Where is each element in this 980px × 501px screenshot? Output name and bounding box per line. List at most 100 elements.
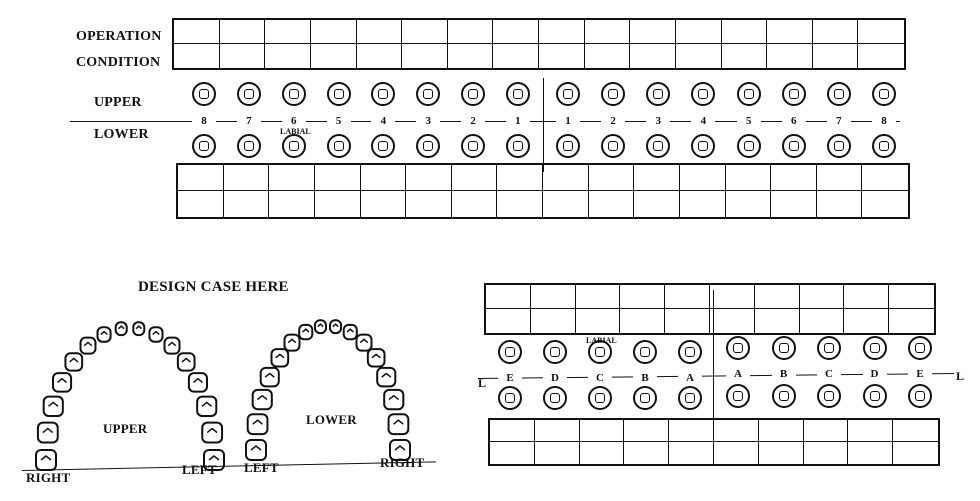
tooth-diagram[interactable]	[678, 340, 702, 364]
tooth-diagram[interactable]	[601, 134, 626, 158]
chart-cell[interactable]	[174, 20, 220, 44]
tooth-diagram[interactable]	[461, 82, 486, 106]
chart-cell[interactable]	[713, 420, 759, 442]
chart-cell[interactable]	[310, 20, 357, 44]
chart-cell[interactable]	[535, 442, 580, 464]
chart-cell[interactable]	[580, 442, 625, 464]
chart-cell[interactable]	[490, 420, 535, 442]
chart-cell[interactable]	[771, 191, 817, 217]
chart-cell[interactable]	[620, 309, 666, 333]
chart-cell[interactable]	[889, 285, 934, 309]
chart-cell[interactable]	[452, 191, 498, 217]
chart-cell[interactable]	[224, 191, 270, 217]
chart-cell[interactable]	[402, 44, 448, 68]
tooth-diagram[interactable]	[588, 386, 612, 410]
chart-cell[interactable]	[497, 165, 543, 191]
chart-cell[interactable]	[630, 44, 676, 68]
chart-cell[interactable]	[679, 165, 726, 191]
chart-cell[interactable]	[620, 285, 666, 309]
chart-cell[interactable]	[539, 44, 585, 68]
chart-cell[interactable]	[755, 309, 800, 333]
chart-cell[interactable]	[447, 20, 494, 44]
tooth-diagram[interactable]	[646, 134, 671, 158]
chart-cell[interactable]	[799, 285, 845, 309]
chart-cell[interactable]	[817, 191, 863, 217]
chart-cell[interactable]	[314, 165, 361, 191]
tooth-diagram[interactable]	[281, 82, 306, 106]
chart-cell[interactable]	[893, 442, 938, 464]
chart-cell[interactable]	[771, 165, 817, 191]
chart-cell[interactable]	[315, 191, 361, 217]
tooth-diagram[interactable]	[556, 134, 580, 158]
chart-cell[interactable]	[759, 442, 804, 464]
chart-cell[interactable]	[634, 165, 680, 191]
chart-cell[interactable]	[813, 44, 859, 68]
chart-cell[interactable]	[584, 20, 631, 44]
tooth-diagram[interactable]	[908, 384, 932, 408]
chart-cell[interactable]	[588, 165, 635, 191]
tooth-diagram[interactable]	[691, 134, 716, 158]
chart-cell[interactable]	[893, 420, 938, 442]
chart-cell[interactable]	[725, 165, 772, 191]
chart-cell[interactable]	[812, 20, 859, 44]
chart-cell[interactable]	[269, 165, 315, 191]
chart-cell[interactable]	[680, 191, 726, 217]
tooth-diagram[interactable]	[726, 336, 750, 360]
tooth-diagram[interactable]	[862, 336, 887, 360]
chart-cell[interactable]	[889, 309, 934, 333]
tooth-diagram[interactable]	[736, 134, 761, 158]
chart-cell[interactable]	[624, 442, 670, 464]
tooth-diagram[interactable]	[826, 82, 851, 106]
chart-cell[interactable]	[490, 442, 535, 464]
chart-cell[interactable]	[675, 20, 722, 44]
chart-cell[interactable]	[543, 165, 589, 191]
chart-cell[interactable]	[223, 165, 270, 191]
tooth-diagram[interactable]	[908, 336, 932, 360]
chart-cell[interactable]	[579, 420, 625, 442]
chart-cell[interactable]	[754, 285, 800, 309]
chart-cell[interactable]	[858, 20, 904, 44]
chart-cell[interactable]	[767, 20, 813, 44]
primary-top-grid[interactable]	[484, 283, 936, 335]
tooth-diagram[interactable]	[736, 82, 761, 106]
tooth-diagram[interactable]	[826, 134, 851, 158]
chart-cell[interactable]	[493, 44, 539, 68]
chart-cell[interactable]	[220, 44, 266, 68]
chart-cell[interactable]	[709, 285, 755, 309]
chart-cell[interactable]	[269, 191, 315, 217]
tooth-diagram[interactable]	[817, 336, 841, 360]
chart-cell[interactable]	[767, 44, 813, 68]
tooth-diagram[interactable]	[691, 82, 716, 106]
chart-cell[interactable]	[862, 191, 908, 217]
tooth-diagram[interactable]	[678, 386, 702, 410]
tooth-diagram[interactable]	[543, 340, 567, 364]
chart-cell[interactable]	[493, 20, 539, 44]
chart-cell[interactable]	[534, 420, 580, 442]
chart-cell[interactable]	[361, 191, 407, 217]
chart-cell[interactable]	[219, 20, 266, 44]
chart-cell[interactable]	[862, 165, 908, 191]
tooth-diagram[interactable]	[371, 82, 396, 106]
chart-cell[interactable]	[665, 285, 710, 309]
tooth-diagram[interactable]	[556, 82, 580, 106]
chart-cell[interactable]	[844, 285, 890, 309]
tooth-diagram[interactable]	[416, 82, 441, 106]
tooth-diagram[interactable]	[236, 82, 261, 106]
chart-cell[interactable]	[486, 309, 531, 333]
primary-bottom-grid[interactable]	[488, 418, 940, 466]
chart-cell[interactable]	[356, 20, 403, 44]
chart-cell[interactable]	[669, 442, 714, 464]
tooth-diagram[interactable]	[192, 82, 216, 106]
tooth-diagram[interactable]	[871, 134, 896, 158]
chart-cell[interactable]	[448, 44, 494, 68]
chart-cell[interactable]	[178, 191, 224, 217]
chart-cell[interactable]	[726, 191, 772, 217]
tooth-diagram[interactable]	[633, 386, 657, 410]
chart-cell[interactable]	[848, 442, 894, 464]
chart-cell[interactable]	[800, 309, 845, 333]
chart-cell[interactable]	[486, 285, 531, 309]
tooth-diagram[interactable]	[326, 134, 351, 158]
chart-cell[interactable]	[531, 309, 576, 333]
tooth-diagram[interactable]	[498, 386, 522, 410]
chart-cell[interactable]	[710, 309, 755, 333]
